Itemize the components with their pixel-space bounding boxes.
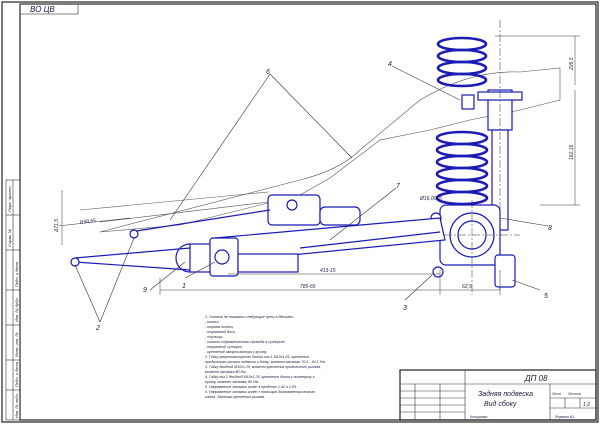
note-line: - тормозной диск, xyxy=(205,330,236,334)
lower-spring xyxy=(435,130,489,206)
front-bushing xyxy=(175,237,299,277)
note-line: ключа. Затяжка крепления рычага. xyxy=(205,395,265,399)
dim-hole: Ø16,0015 xyxy=(419,196,442,202)
upper-spring xyxy=(436,36,488,88)
note-line: 4. Гайку поз.2 двойной М10х1,25, креплен… xyxy=(205,375,315,379)
title-code: ДП 08 xyxy=(524,374,548,383)
callout-7: 7 xyxy=(396,183,401,190)
title-line-2: Вид сбоку xyxy=(484,400,517,408)
note-line: момент затяжки 80 Нм. xyxy=(205,370,247,374)
scale-value: 1:2 xyxy=(583,402,590,408)
note-line: - колесо, xyxy=(205,320,220,324)
technical-notes: 1. Условия не показаны следующие цены в … xyxy=(204,315,326,399)
callout-5: 5 xyxy=(544,293,548,300)
side-strip-label-3: Инв. № дубл. xyxy=(14,297,19,322)
side-strip-label-4: Взам. инв. № xyxy=(14,332,19,357)
callout-6: 6 xyxy=(266,69,270,76)
dim-bottom-inner: 413-15 xyxy=(320,268,336,274)
note-line: - тормозной суппорт, xyxy=(205,345,243,349)
note-line: - шланги гидравлического привода в суппо… xyxy=(205,340,286,344)
side-strip-label-2: Подп. и дата xyxy=(14,261,19,287)
note-line: - крепление амортизатора к кузову. xyxy=(205,350,267,354)
side-strip-label-5: Подп. и дата xyxy=(14,361,19,387)
side-strip-label-1: Справ. № xyxy=(7,228,12,247)
dim-top-right: 226,5 xyxy=(569,57,575,71)
title-block xyxy=(399,369,597,421)
left-linkage xyxy=(70,209,271,271)
corner-stamp-text: ВО ЦВ xyxy=(30,5,55,14)
body-sill xyxy=(79,191,269,223)
callout-2: 2 xyxy=(95,325,100,332)
callout-9: 9 xyxy=(143,287,147,294)
note-line: 1. Условия не показаны следующие цены в … xyxy=(205,315,294,319)
note-line: - тормоз колеса, xyxy=(205,325,234,329)
note-line: кузову, момент затяжки 80 Нм. xyxy=(205,380,259,384)
side-strip-label-0: Перв. примен. xyxy=(7,185,12,212)
format-label: Формат А3 xyxy=(555,415,574,419)
note-line: 3. Гайку двойной М10х1,25, момент крепле… xyxy=(205,365,321,369)
sheets-label: Листов xyxy=(567,392,581,396)
dim-bottom-outer: 785-65 xyxy=(300,284,316,290)
leader-lines xyxy=(74,65,549,323)
callout-4: 4 xyxy=(388,61,392,68)
corner-stamp-box xyxy=(19,3,79,15)
title-line-1: Задняя подвеска xyxy=(478,390,533,398)
dim-bottom-small: 62,5 xyxy=(462,284,472,290)
body-outline xyxy=(99,67,561,233)
side-strip-label-6: Инв. № подл. xyxy=(14,393,19,418)
body-bracket xyxy=(267,194,361,226)
note-line: 2. Гайку амортизаторного болта поз.1 М10… xyxy=(204,355,309,359)
note-line: - ступица, xyxy=(205,335,223,339)
note-line: 5. Направление затяжки колес в пределах … xyxy=(205,385,297,389)
sheet-label: Лист xyxy=(551,392,561,396)
dim-left-side: Δ71,5 xyxy=(54,219,60,233)
left-side-strip: Перв. примен. Справ. № Подп. и дата Инв.… xyxy=(5,179,21,421)
copied-label: Копировал xyxy=(470,415,487,419)
note-line: 6. Направление затяжки колес с помощью д… xyxy=(205,390,315,394)
dimension-lines xyxy=(57,35,580,295)
dim-right-total: 162,16 xyxy=(569,144,575,160)
callout-3: 3 xyxy=(403,305,407,312)
dim-left-upper: R98,65 xyxy=(79,218,96,226)
note-line: продольного рычага подвески к блоку, мом… xyxy=(205,360,326,364)
callout-1: 1 xyxy=(182,283,186,290)
callout-8: 8 xyxy=(548,225,552,232)
